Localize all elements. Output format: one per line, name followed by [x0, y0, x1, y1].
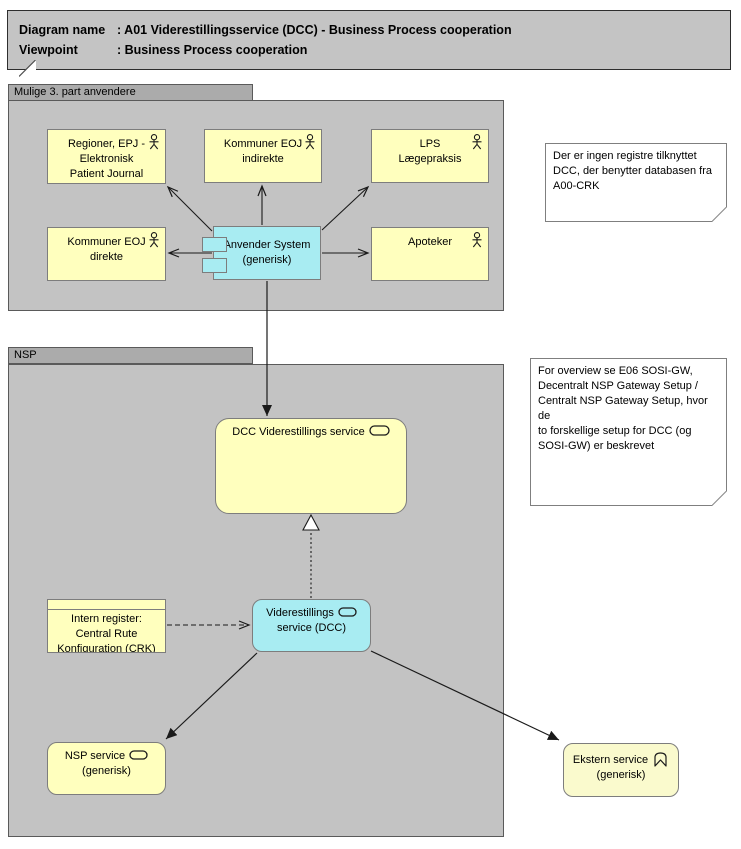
node-label-line: (generisk): [596, 769, 646, 781]
node-label-line: Regioner, EPJ -: [67, 138, 146, 150]
data-object-band: [48, 600, 165, 610]
business-actor-icon: [471, 134, 483, 155]
node-label-line: Viderestillings: [266, 607, 334, 619]
node-label-line: Patient Journal: [69, 168, 144, 180]
node-label-line: Lægepraksis: [398, 153, 462, 165]
diagram-title-note[interactable]: Diagram name : A01 Viderestillingsservice…: [7, 10, 731, 77]
group-third-party-tab[interactable]: Mulige 3. part anvendere: [8, 84, 253, 101]
node-label-line: Konfiguration (CRK): [57, 643, 156, 653]
service-lozenge-icon: [369, 425, 390, 436]
application-component-anvender-system[interactable]: Anvender System (generisk): [202, 226, 321, 280]
business-actor-regioner[interactable]: Regioner, EPJ - Elektronisk Patient Jour…: [47, 129, 166, 184]
node-label-line: Anvender System: [223, 239, 311, 251]
diagram-name-value: : A01 Viderestillingsservice (DCC) - Bus…: [117, 23, 512, 37]
viewpoint-row: Viewpoint : Business Process cooperation: [19, 40, 719, 60]
node-label-line: service (DCC): [276, 622, 347, 634]
group-third-party-label: Mulige 3. part anvendere: [14, 86, 136, 98]
viewpoint-label: Viewpoint: [19, 43, 78, 57]
component-port-icon: [202, 258, 227, 273]
folded-corner-icon: [712, 207, 727, 222]
node-label-line: (generisk): [82, 765, 131, 777]
business-actor-apoteker[interactable]: Apoteker: [371, 227, 489, 281]
note-line: For overview se E06 SOSI-GW,: [538, 365, 693, 377]
node-label-line: (generisk): [242, 254, 292, 266]
folded-corner-icon: [18, 59, 36, 77]
business-actor-icon: [471, 232, 483, 253]
application-service-dcc-viderestillings[interactable]: DCC Viderestillings service: [215, 418, 407, 514]
note-line: Decentralt NSP Gateway Setup /: [538, 380, 698, 392]
business-actor-icon: [148, 134, 160, 155]
node-label-line: Apoteker: [407, 236, 453, 248]
business-actor-icon: [304, 134, 316, 155]
group-nsp-tab[interactable]: NSP: [8, 347, 253, 364]
note-line: to forskellige setup for DCC (og: [538, 425, 692, 437]
note-line: A00-CRK: [553, 180, 600, 192]
note-line: DCC, der benytter databasen fra: [553, 165, 712, 177]
service-lozenge-icon: [338, 607, 357, 617]
node-label-line: Kommuner EOJ: [67, 236, 146, 248]
node-label-line: Central Rute: [75, 628, 138, 640]
note-line: SOSI-GW) er beskrevet: [538, 440, 655, 452]
diagram-name-label: Diagram name: [19, 23, 106, 37]
component-port-icon: [202, 237, 227, 252]
viewpoint-value: : Business Process cooperation: [117, 43, 308, 57]
note-line: Centralt NSP Gateway Setup, hvor de: [538, 395, 708, 422]
chevron-badge-icon: [654, 752, 667, 767]
node-label-line: LPS: [419, 138, 441, 150]
business-actor-kommuner-direkte[interactable]: Kommuner EOJ direkte: [47, 227, 166, 281]
node-label-line: DCC Viderestillings service: [232, 426, 365, 438]
folded-corner-icon: [712, 491, 727, 506]
group-nsp-label: NSP: [14, 349, 37, 361]
node-label-line: Kommuner EOJ: [223, 138, 303, 150]
node-label-line: indirekte: [242, 153, 284, 165]
node-label-line: Intern register:: [71, 613, 142, 625]
node-label-line: direkte: [89, 251, 124, 263]
note-crk[interactable]: Der er ingen registre tilknyttet DCC, de…: [545, 143, 727, 222]
service-lozenge-icon: [129, 750, 148, 760]
data-object-intern-register[interactable]: Intern register: Central Rute Konfigurat…: [47, 599, 166, 653]
note-line: Der er ingen registre tilknyttet: [553, 150, 697, 162]
business-actor-lps[interactable]: LPS Lægepraksis: [371, 129, 489, 183]
node-label-line: Ekstern service: [572, 754, 649, 766]
application-service-nsp-generisk[interactable]: NSP service (generisk): [47, 742, 166, 795]
application-service-viderestillings-dcc[interactable]: Viderestillings service (DCC): [252, 599, 371, 652]
node-label-line: NSP service: [64, 750, 126, 762]
note-sosi-gw[interactable]: For overview se E06 SOSI-GW, Decentralt …: [530, 358, 727, 506]
business-service-ekstern-generisk[interactable]: Ekstern service (generisk): [563, 743, 679, 797]
node-label-line: Elektronisk: [79, 153, 134, 165]
business-actor-icon: [148, 232, 160, 253]
diagram-name-row: Diagram name : A01 Viderestillingsservice…: [19, 20, 719, 40]
business-actor-kommuner-indirekte[interactable]: Kommuner EOJ indirekte: [204, 129, 322, 183]
